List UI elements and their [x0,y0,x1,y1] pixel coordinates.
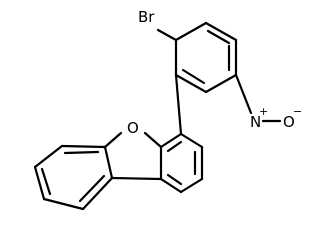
nitro-bond [234,73,253,115]
molecule-diagram: Br O N + O − [33,8,302,211]
bond [204,73,238,94]
furan-ring [103,131,163,181]
bond [159,132,183,149]
double-bond-inner [40,167,52,196]
nitro-nitrogen-label: N [250,113,261,131]
dibenzofuran-left-ring [33,144,114,211]
bromo-bond [156,28,178,42]
double-bond-inner [63,150,100,155]
nitro-oxygen-label: O [283,113,295,131]
double-bond-inner [166,173,183,186]
bond [103,145,114,180]
aryl-aryl-bond [174,73,183,136]
bond [204,21,238,42]
bond [60,144,107,149]
bond [81,176,114,211]
nitro-oxygen-charge: − [293,105,302,118]
bond [179,132,204,149]
bond [33,144,64,169]
bond [174,21,208,42]
double-bond-inner [78,174,106,203]
double-bond-inner [181,68,206,85]
bond [103,131,123,149]
furan-oxygen-label: O [127,119,139,137]
bond [143,131,163,149]
nitro-nitrogen-charge: + [259,105,268,118]
double-bond-inner [166,140,183,153]
bond [42,197,85,211]
bromine-label: Br [138,8,155,26]
bromonitrophenyl-ring [174,21,238,94]
double-bond-inner [206,29,231,45]
dibenzofuran-right-ring [159,132,204,194]
bond [174,73,208,94]
bond [179,177,204,194]
structure-canvas: Br O N + O − [33,8,302,211]
bond [33,165,46,201]
bond [159,177,183,194]
bond [110,176,163,181]
